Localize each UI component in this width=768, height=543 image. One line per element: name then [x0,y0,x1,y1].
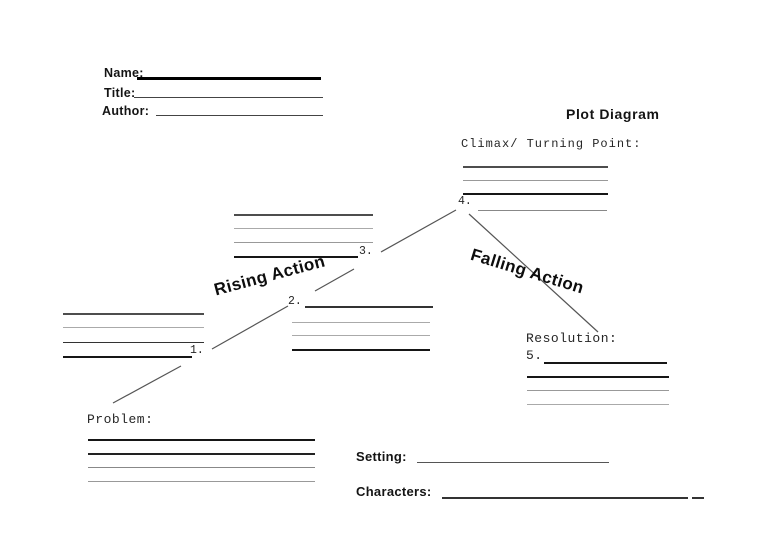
problem-label: Problem: [87,412,154,427]
problem-blank-line [88,439,315,441]
point-4-blank-line [478,210,607,211]
resolution-blank-line [527,376,669,378]
problem-blank-line [88,481,315,482]
climax-label: Climax/ Turning Point: [461,137,642,151]
problem-blank-line [88,467,315,468]
climax-blank-line [463,193,608,195]
point-2-blank-line [292,322,430,323]
resolution-blank-line [527,404,669,405]
name-blank-line [137,77,321,80]
characters-blank-line-end [692,497,704,499]
point-5-blank-line [544,362,667,364]
point-3-number: 3. [359,245,373,258]
point-3-blank-line [234,242,373,243]
point-2-number: 2. [288,295,302,308]
point-1-number: 1. [190,344,204,357]
point-2-blank-line [305,306,433,308]
point-1-blank-line [63,313,204,315]
point-1-blank-line [63,356,192,358]
point-4-number: 4. [458,195,472,208]
author-label: Author: [102,104,150,118]
point-3-blank-line [234,256,358,258]
point-3-blank-line [234,214,373,216]
climax-blank-line [463,166,608,168]
resolution-label: Resolution: [526,331,618,346]
falling-action-label: Falling Action [468,245,587,298]
point-1-blank-line [63,327,204,328]
characters-label: Characters: [356,484,432,499]
point-3-blank-line [234,228,373,229]
page-title: Plot Diagram [566,106,660,122]
rising-action-label: Rising Action [212,251,328,300]
setting-blank-line [417,462,609,463]
point-1-blank-line [63,342,204,343]
title-blank-line [134,97,323,98]
author-blank-line [156,115,323,116]
climax-blank-line [463,180,608,181]
resolution-blank-line [527,390,669,391]
name-label: Name: [104,66,144,80]
title-label: Title: [104,86,136,100]
setting-label: Setting: [356,449,407,464]
point-2-blank-line [292,349,430,351]
point-2-blank-line [292,335,430,336]
point-5-number: 5. [526,348,543,363]
problem-blank-line [88,453,315,455]
characters-blank-line [442,497,688,499]
